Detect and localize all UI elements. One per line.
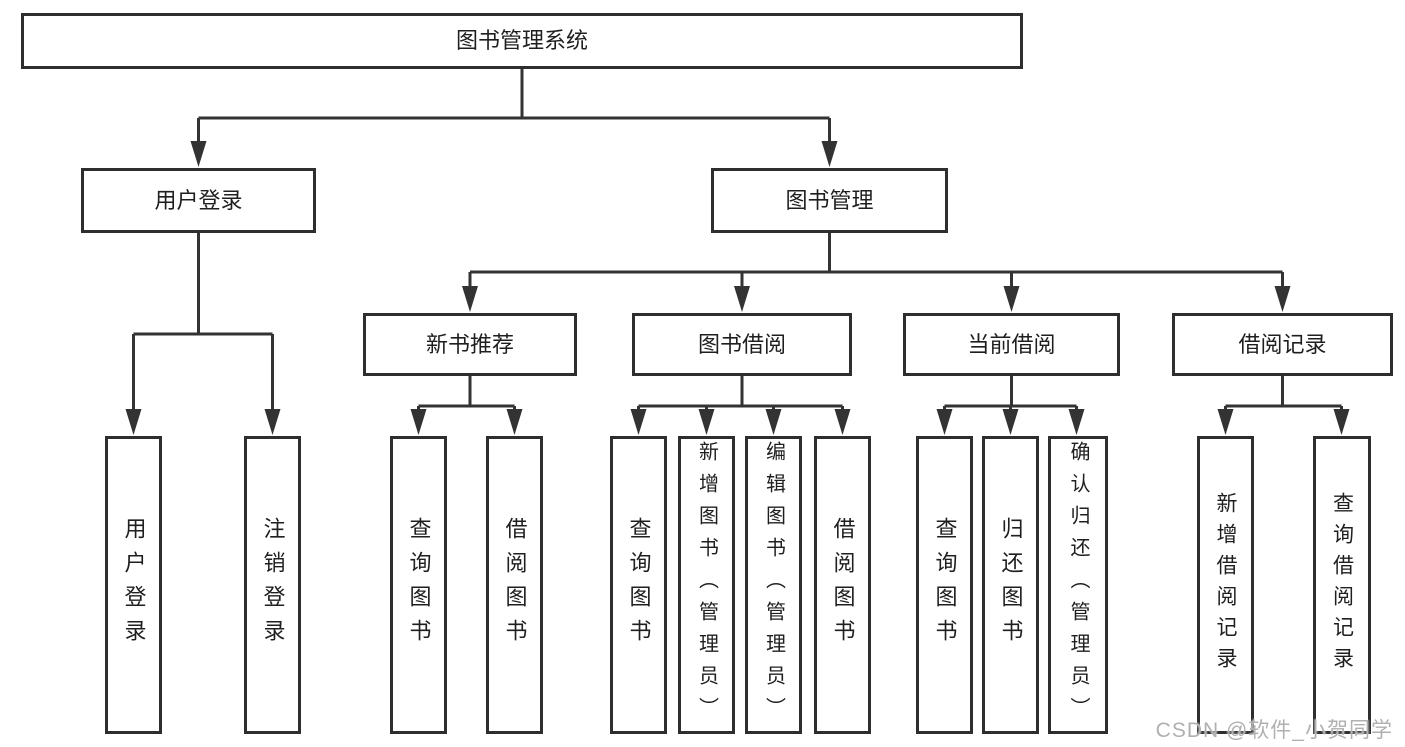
node-label: 注销登录 (260, 517, 286, 653)
node-label: 用户登录 (154, 187, 243, 213)
node-label: 确认归还（管理员） (1067, 441, 1089, 729)
leaf-borrow-books-borrow: 借阅图书 (814, 436, 871, 734)
node-borrowing-records: 借阅记录 (1172, 313, 1393, 376)
node-label: 借阅图书 (830, 517, 856, 653)
node-new-book-recommendation: 新书推荐 (363, 313, 577, 376)
watermark-text: CSDN @软件_小贺同学 (1155, 719, 1393, 742)
arrowhead-icons (125, 141, 1350, 435)
node-label: 查询图书 (932, 517, 958, 653)
node-label: 图书管理系统 (455, 28, 588, 53)
leaf-add-books-admin: 新增图书（管理员） (678, 436, 735, 734)
leaf-add-borrow-record: 新增借阅记录 (1197, 436, 1254, 734)
node-label: 当前借阅 (967, 331, 1056, 357)
leaf-confirm-return-admin: 确认归还（管理员） (1048, 436, 1108, 734)
node-label: 新增借阅记录 (1214, 492, 1237, 678)
node-label: 图书借阅 (697, 331, 786, 357)
leaf-logout: 注销登录 (244, 436, 301, 734)
node-label: 查询图书 (406, 517, 432, 653)
node-book-borrowing: 图书借阅 (632, 313, 852, 376)
node-user-login: 用户登录 (81, 168, 316, 233)
node-label: 图书管理 (785, 187, 874, 213)
node-label: 借阅记录 (1238, 331, 1327, 357)
leaf-edit-books-admin: 编辑图书（管理员） (745, 436, 802, 734)
node-label: 查询图书 (626, 517, 652, 653)
node-book-management: 图书管理 (711, 168, 948, 233)
leaf-query-books-recommend: 查询图书 (390, 436, 447, 734)
node-label: 编辑图书（管理员） (762, 441, 785, 729)
node-label: 查询借阅记录 (1330, 492, 1354, 678)
node-current-borrowing: 当前借阅 (903, 313, 1120, 376)
node-root-system: 图书管理系统 (21, 13, 1023, 69)
leaf-query-books-current: 查询图书 (916, 436, 973, 734)
node-label: 新增图书（管理员） (695, 441, 718, 729)
leaf-user-login: 用户登录 (105, 436, 162, 734)
leaf-query-borrow-record: 查询借阅记录 (1313, 436, 1371, 734)
node-label: 归还图书 (998, 517, 1024, 653)
node-label: 新书推荐 (425, 331, 514, 357)
node-label: 借阅图书 (502, 517, 528, 653)
node-label: 用户登录 (121, 517, 147, 653)
leaf-query-books-borrow: 查询图书 (610, 436, 667, 734)
leaf-borrow-books-recommend: 借阅图书 (486, 436, 543, 734)
leaf-return-books: 归还图书 (982, 436, 1039, 734)
